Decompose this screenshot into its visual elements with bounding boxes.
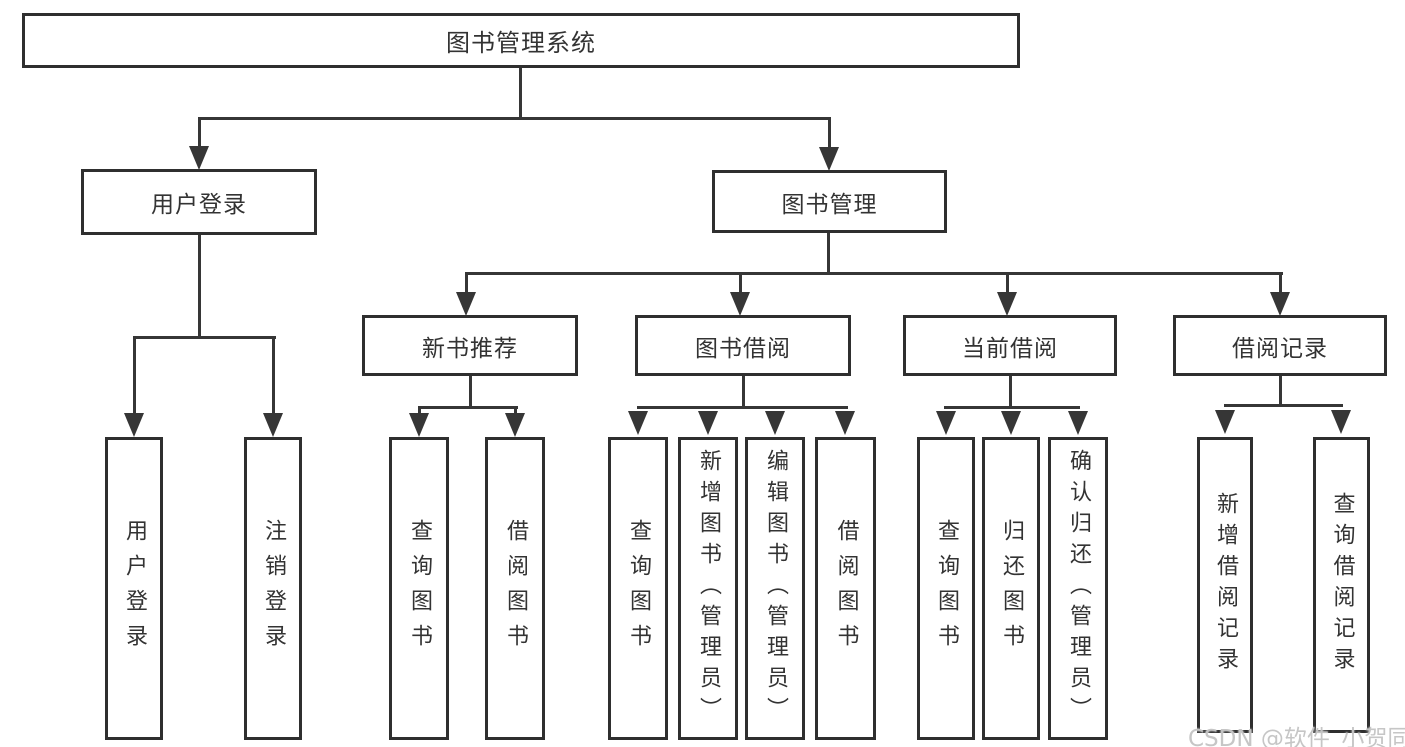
connector-records-stem (1279, 376, 1282, 407)
leaf-add-borrow-record: 新增借阅记录 (1197, 437, 1253, 733)
csdn-watermark: CSDN @软件_小贺同学 (1188, 726, 1405, 747)
leaf-borrow-books-recommend: 借阅图书 (485, 437, 545, 740)
leaf-query-books-borrow: 查询图书 (608, 437, 668, 740)
connector-bookmgmt-stem (827, 233, 830, 274)
arrow-down-icon (936, 411, 956, 435)
connector-bookborrow-bar (637, 406, 848, 409)
node-book-borrow: 图书借阅 (635, 315, 851, 376)
connector-drop (514, 406, 517, 418)
arrow-down-icon (189, 146, 209, 170)
leaf-user-login: 用户登录 (105, 437, 163, 740)
leaf-label: 查询借阅记录 (1329, 492, 1355, 678)
leaf-label: 用户登录 (122, 518, 147, 659)
leaf-add-books-admin: 新增图书（管理员） (678, 437, 738, 740)
node-label: 当前借阅 (962, 335, 1058, 362)
node-label: 用户登录 (151, 192, 247, 218)
arrow-down-icon (997, 292, 1017, 316)
node-label: 图书借阅 (695, 335, 791, 362)
connector-drop (133, 336, 136, 416)
leaf-confirm-return-admin: 确认归还（管理员） (1048, 437, 1108, 740)
leaf-label: 确认归还（管理员） (1066, 449, 1091, 728)
leaf-label: 借阅图书 (833, 518, 859, 659)
arrow-down-icon (765, 411, 785, 435)
leaf-label: 编辑图书（管理员） (763, 449, 788, 728)
connector-currentborrow-stem (1009, 376, 1012, 409)
arrow-down-icon (505, 413, 525, 437)
connector-drop (1279, 272, 1282, 296)
arrow-down-icon (1215, 410, 1235, 434)
connector-records-bar (1224, 404, 1343, 407)
arrow-down-icon (1001, 411, 1021, 435)
leaf-edit-books-admin: 编辑图书（管理员） (745, 437, 805, 740)
connector-userlogin-stem (198, 235, 201, 336)
arrow-down-icon (1270, 292, 1290, 316)
leaf-borrow-books: 借阅图书 (815, 437, 876, 740)
node-label: 图书管理系统 (446, 29, 596, 57)
leaf-label: 查询图书 (407, 518, 432, 659)
leaf-label: 新增图书（管理员） (696, 449, 721, 728)
connector-userlogin-bar (133, 336, 276, 339)
node-user-login: 用户登录 (81, 169, 317, 235)
leaf-label: 借阅图书 (503, 518, 528, 659)
arrow-down-icon (835, 411, 855, 435)
connector-bookborrow-stem (742, 376, 745, 409)
connector-root-bar (198, 117, 831, 120)
node-label: 新书推荐 (422, 335, 518, 362)
node-borrow-records: 借阅记录 (1173, 315, 1387, 376)
leaf-label: 查询图书 (626, 518, 651, 659)
arrow-down-icon (263, 413, 283, 437)
node-current-borrow: 当前借阅 (903, 315, 1117, 376)
arrow-down-icon (698, 411, 718, 435)
leaf-label: 注销登录 (261, 518, 286, 659)
arrow-down-icon (1331, 410, 1351, 434)
arrow-down-icon (628, 411, 648, 435)
leaf-label: 新增借阅记录 (1213, 492, 1238, 678)
arrow-down-icon (124, 413, 144, 437)
connector-newbook-bar (418, 406, 518, 409)
connector-drop (828, 117, 831, 150)
leaf-logout-login: 注销登录 (244, 437, 302, 740)
node-label: 图书管理 (781, 191, 878, 218)
connector-drop (465, 272, 468, 296)
leaf-query-borrow-record: 查询借阅记录 (1313, 437, 1370, 733)
leaf-query-books-current: 查询图书 (917, 437, 975, 740)
node-book-management: 图书管理 (712, 170, 947, 233)
leaf-return-books: 归还图书 (982, 437, 1040, 740)
connector-drop (739, 272, 742, 296)
node-new-book-recommend: 新书推荐 (362, 315, 578, 376)
connector-drop (418, 406, 421, 418)
connector-root-stem (519, 68, 522, 118)
node-label: 借阅记录 (1232, 335, 1328, 362)
arrow-down-icon (819, 147, 839, 171)
arrow-down-icon (456, 292, 476, 316)
connector-drop (198, 117, 201, 150)
leaf-query-books-recommend: 查询图书 (389, 437, 449, 740)
node-library-system: 图书管理系统 (22, 13, 1020, 68)
leaf-label: 归还图书 (999, 518, 1024, 659)
leaf-label: 查询图书 (934, 518, 959, 659)
connector-currentborrow-bar (944, 406, 1080, 409)
connector-drop (1006, 272, 1009, 296)
arrow-down-icon (730, 292, 750, 316)
connector-newbook-stem (469, 376, 472, 409)
connector-drop (272, 336, 275, 416)
connector-bookmgmt-bar (465, 272, 1283, 275)
arrow-down-icon (1068, 411, 1088, 435)
arrow-down-icon (409, 413, 429, 437)
